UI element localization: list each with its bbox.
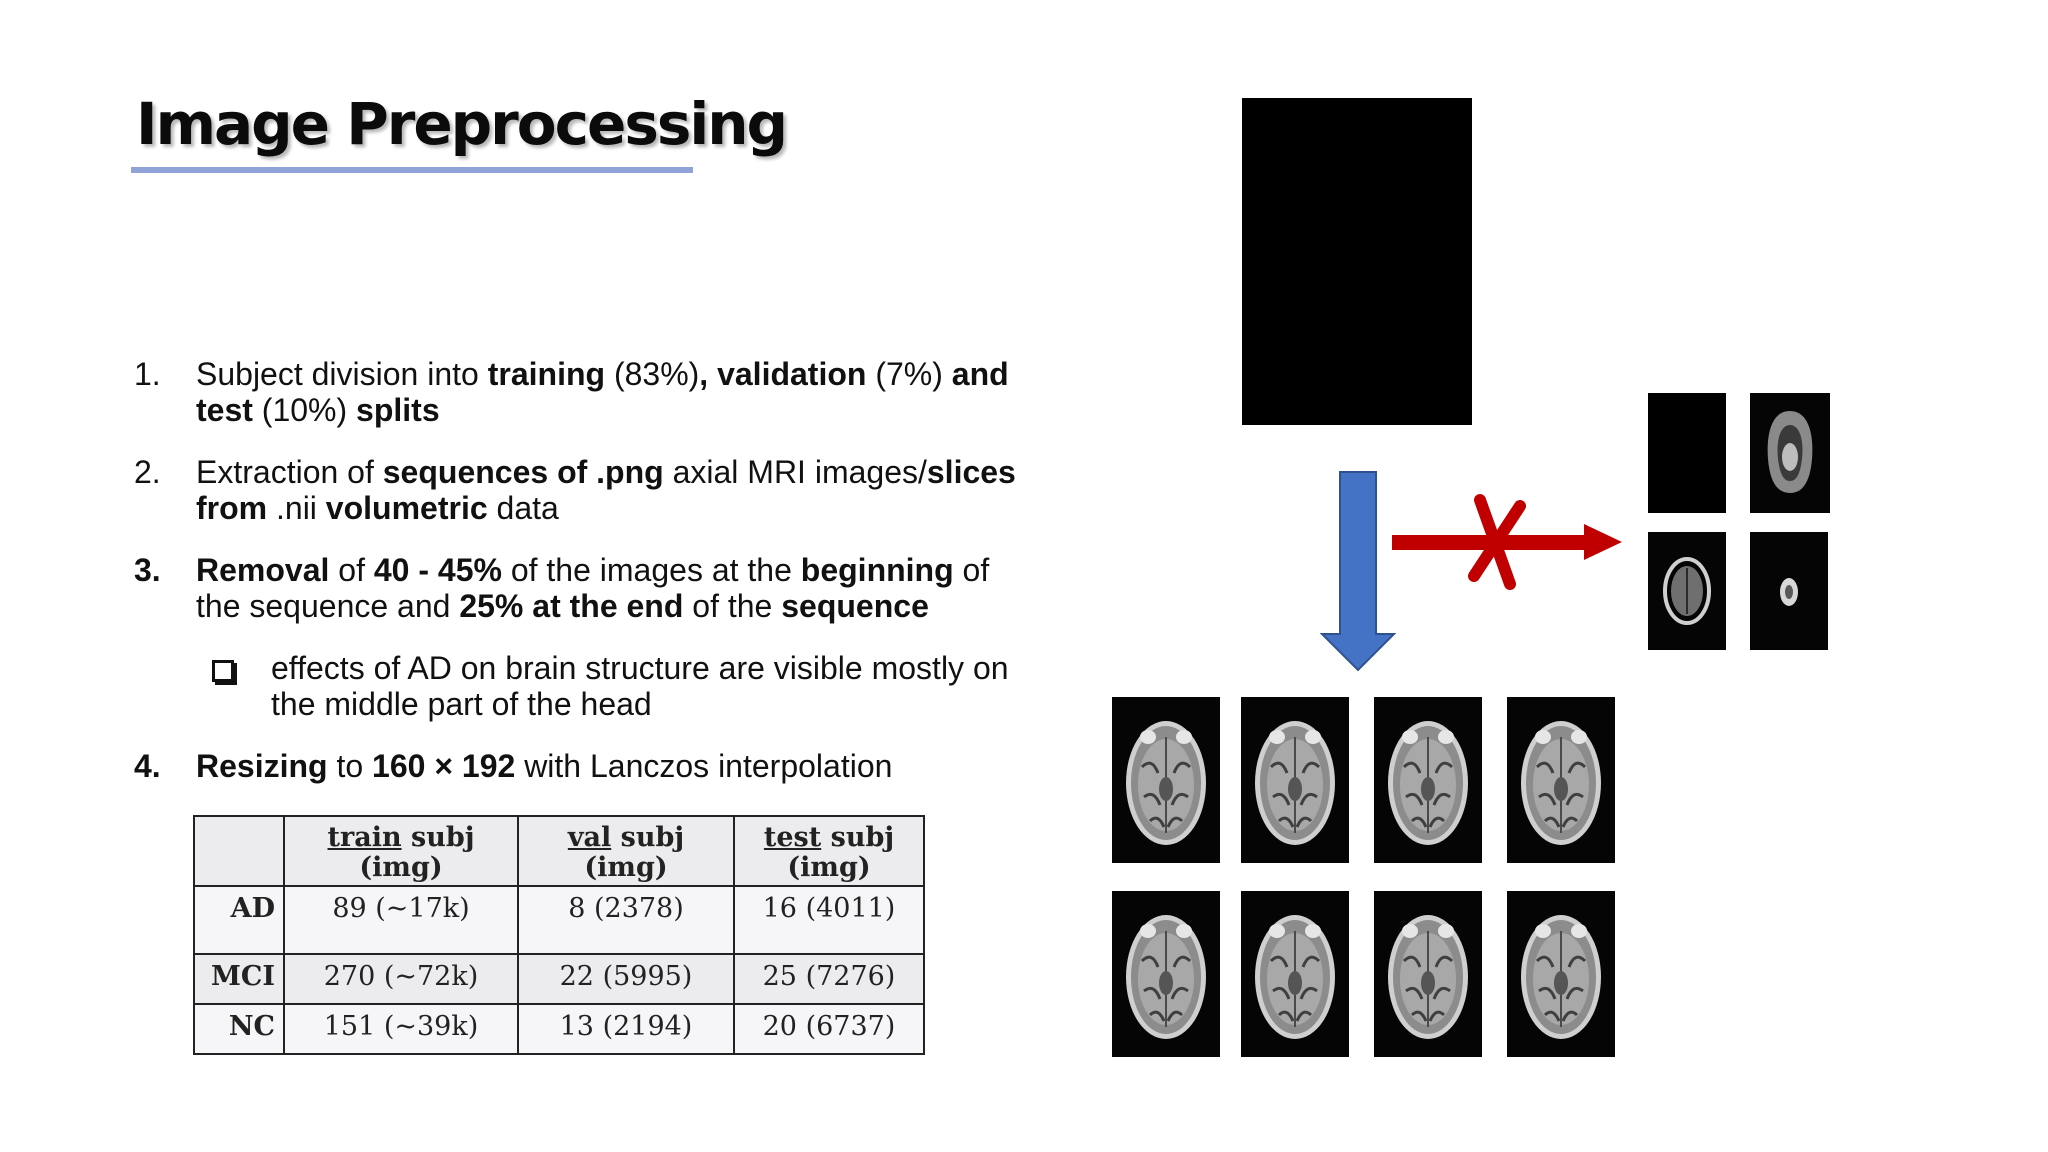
step-text-segment: of the images at the [501, 552, 801, 588]
step-text-segment: data [487, 490, 559, 526]
step-number: 3. [134, 552, 161, 588]
hollow-square-bullet-icon [212, 660, 234, 682]
header-underlined: test [763, 822, 822, 853]
table-header-val: val subj (img) [517, 815, 735, 887]
step-text-segment: Subject division into [196, 356, 488, 392]
row-label: NC [193, 1003, 285, 1055]
header-rest: subj (img) [787, 822, 895, 883]
sub-bullet-text: effects of AD on brain structure are vis… [271, 650, 1009, 722]
step-text-segment: beginning [800, 552, 954, 588]
step-text: Extraction of sequences of .png axial MR… [196, 454, 1030, 526]
mri-slice-thumbnail [1374, 891, 1482, 1057]
slide-title: Image Preprocessing [136, 90, 788, 158]
step-text-segment: to [327, 748, 373, 784]
step-text-segment: (83%) [605, 356, 700, 392]
header-rest: subj (img) [584, 822, 685, 883]
row-label: AD [193, 885, 285, 955]
step-text-segment: axial MRI images/ [663, 454, 927, 490]
step-text-segment: splits [356, 392, 440, 428]
table-cell: 22 (5995) [517, 953, 735, 1005]
header-rest: subj (img) [359, 822, 475, 883]
step-number: 2. [134, 454, 161, 490]
step-text-segment: .nii [267, 490, 326, 526]
discarded-slice-skull [1750, 393, 1830, 513]
discarded-slice-top-head [1648, 532, 1726, 650]
step-text-segment: volumetric [325, 490, 488, 526]
table-cell: 89 (~17k) [283, 885, 519, 955]
arrow-right-crossed-icon [1392, 494, 1622, 590]
table-cell: 151 (~39k) [283, 1003, 519, 1055]
table-row: AD 89 (~17k) 8 (2378) 16 (4011) [193, 885, 925, 955]
table-header-row: train subj (img) val subj (img) test sub… [193, 815, 925, 887]
table-cell: 16 (4011) [733, 885, 925, 955]
subject-split-table: train subj (img) val subj (img) test sub… [193, 815, 925, 1055]
discarded-slice-crown [1750, 532, 1828, 650]
table-cell: 20 (6737) [733, 1003, 925, 1055]
step-text-segment: of the sequence and [196, 552, 990, 624]
step-text-segment: Extraction of [196, 454, 383, 490]
mri-slice-thumbnail [1374, 697, 1482, 863]
table-cell: 13 (2194) [517, 1003, 735, 1055]
table-header-train: train subj (img) [283, 815, 519, 887]
row-label: MCI [193, 953, 285, 1005]
table-row: MCI 270 (~72k) 22 (5995) 25 (7276) [193, 953, 925, 1005]
step-text-segment: (10%) [252, 392, 357, 428]
mri-slice-thumbnail [1241, 891, 1349, 1057]
mri-slice-thumbnail [1507, 697, 1615, 863]
mri-slice-thumbnail [1112, 891, 1220, 1057]
mri-slice-thumbnail [1241, 697, 1349, 863]
sub-bullet: effects of AD on brain structure are vis… [212, 650, 1030, 722]
table-row: NC 151 (~39k) 13 (2194) 20 (6737) [193, 1003, 925, 1055]
header-underlined: val [567, 822, 612, 853]
step-text: Resizing to 160 × 192 with Lanczos inter… [196, 748, 1030, 784]
step-text-segment: 40 - 45% [373, 552, 502, 588]
table-cell: 8 (2378) [517, 885, 735, 955]
step-number: 4. [134, 748, 161, 784]
step-2: 2. Extraction of sequences of .png axial… [130, 454, 1030, 526]
table-cell: 270 (~72k) [283, 953, 519, 1005]
step-text-segment: slices from [196, 454, 1016, 526]
step-text: Subject division into training (83%), va… [196, 356, 1030, 428]
table-corner-cell [193, 815, 285, 887]
step-text-segment: of the [683, 588, 782, 624]
table-cell: 25 (7276) [733, 953, 925, 1005]
header-underlined: train [327, 822, 402, 853]
title-underline [131, 167, 693, 173]
step-text-segment: , validation [699, 356, 867, 392]
step-number: 1. [134, 356, 161, 392]
step-text-segment: with Lanczos interpolation [515, 748, 893, 784]
mri-volume-image [1242, 98, 1472, 425]
step-1: 1. Subject division into training (83%),… [130, 356, 1030, 428]
mri-slice-thumbnail [1112, 697, 1220, 863]
arrow-down-icon [1319, 471, 1397, 672]
step-text-segment: sequences of .png [382, 454, 664, 490]
steps-list: 1. Subject division into training (83%),… [130, 356, 1030, 810]
table-header-test: test subj (img) [733, 815, 925, 887]
step-text-segment: of [329, 552, 374, 588]
step-text-segment: Resizing [196, 748, 328, 784]
step-3: 3. Removal of 40 - 45% of the images at … [130, 552, 1030, 624]
step-text-segment: (7%) [866, 356, 952, 392]
step-text-segment: 25% at the end [459, 588, 684, 624]
step-text-segment: Removal [196, 552, 330, 588]
step-4: 4. Resizing to 160 × 192 with Lanczos in… [130, 748, 1030, 784]
step-text-segment: and test [196, 356, 1009, 428]
step-text-segment: training [487, 356, 606, 392]
step-text: Removal of 40 - 45% of the images at the… [196, 552, 1030, 624]
discarded-slice-black [1648, 393, 1726, 513]
mri-slice-thumbnail [1507, 891, 1615, 1057]
step-text-segment: 160 × 192 [372, 748, 516, 784]
step-text-segment: sequence [781, 588, 929, 624]
